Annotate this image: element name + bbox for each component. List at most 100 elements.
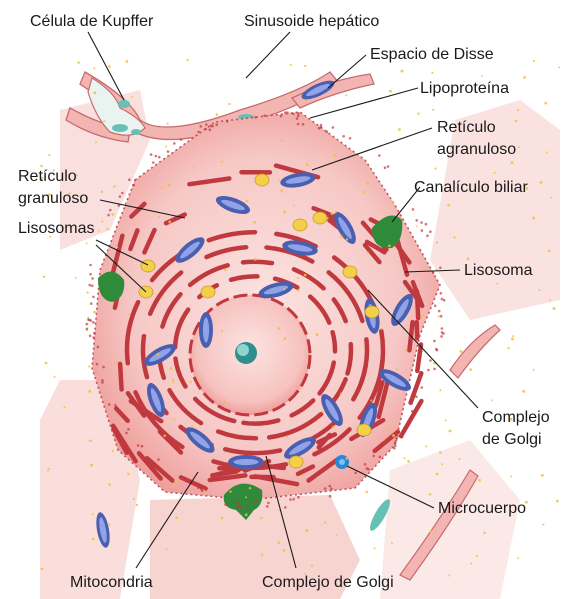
granule-dot <box>41 568 44 571</box>
granule-dot <box>439 389 441 391</box>
granule-dot <box>133 498 135 500</box>
label-bile-canaliculus: Canalículo biliar <box>414 179 529 196</box>
membrane-granule <box>427 369 430 372</box>
lysosome <box>343 266 357 278</box>
granule-dot <box>396 368 398 370</box>
membrane-granule <box>433 368 436 371</box>
granule-dot <box>283 549 286 552</box>
granule-dot <box>447 204 450 207</box>
granule-dot <box>366 491 369 494</box>
membrane-granule <box>235 501 238 504</box>
membrane-granule <box>440 292 443 295</box>
membrane-granule <box>133 184 136 187</box>
granule-dot <box>483 531 486 534</box>
membrane-granule <box>429 230 432 233</box>
granule-dot <box>392 434 395 437</box>
granule-dot <box>48 468 50 470</box>
granule-dot <box>286 436 288 438</box>
membrane-granule <box>296 117 299 120</box>
granule-dot <box>417 113 419 115</box>
membrane-granule <box>441 298 444 301</box>
granule-dot <box>261 554 263 556</box>
label-microbody: Microcuerpo <box>438 500 526 517</box>
granule-dot <box>293 204 295 206</box>
membrane-granule <box>420 221 423 224</box>
reticulum-strand <box>417 322 418 338</box>
label-golgi-right-line2: de Golgi <box>482 431 542 448</box>
lysosome <box>255 174 269 186</box>
granule-dot <box>249 487 251 489</box>
granule-dot <box>130 409 132 411</box>
granule-dot <box>416 225 418 227</box>
reticulum-strand <box>381 331 383 372</box>
membrane-granule <box>324 487 327 490</box>
membrane-granule <box>297 115 300 118</box>
membrane-granule <box>254 116 257 119</box>
granule-dot <box>449 575 451 577</box>
membrane-granule <box>204 128 207 131</box>
membrane-granule <box>394 445 397 448</box>
membrane-granule <box>429 359 432 362</box>
membrane-granule <box>263 114 266 117</box>
granule-dot <box>114 135 116 137</box>
granule-dot <box>460 350 463 353</box>
membrane-granule <box>284 506 287 509</box>
membrane-granule <box>434 305 437 308</box>
membrane-granule <box>289 498 292 501</box>
membrane-granule <box>180 138 183 141</box>
membrane-granule <box>395 440 398 443</box>
granule-dot <box>101 191 103 193</box>
granule-dot <box>92 538 95 541</box>
membrane-granule <box>173 142 176 145</box>
granule-dot <box>391 542 393 544</box>
granule-dot <box>324 521 326 523</box>
granule-dot <box>332 426 335 429</box>
granule-dot <box>138 222 140 224</box>
granule-dot <box>481 75 483 77</box>
granule-dot <box>158 216 160 218</box>
granule-dot <box>47 471 49 473</box>
granule-dot <box>161 187 163 189</box>
membrane-granule <box>432 271 435 274</box>
granule-dot <box>108 65 111 68</box>
granule-dot <box>453 236 455 238</box>
membrane-granule <box>89 264 92 267</box>
membrane-granule <box>96 363 99 366</box>
granule-dot <box>297 289 299 291</box>
lysosome <box>293 219 307 231</box>
membrane-granule <box>320 124 323 127</box>
granule-dot <box>112 450 114 452</box>
granule-dot <box>166 548 168 550</box>
granule-dot <box>389 90 392 93</box>
label-golgi-bottom: Complejo de Golgi <box>262 574 394 591</box>
label-hepatic-sinusoid: Sinusoide hepático <box>244 13 379 30</box>
membrane-granule <box>443 299 446 302</box>
granule-dot <box>106 228 108 230</box>
granule-dot <box>169 136 171 138</box>
granule-dot <box>491 399 493 401</box>
reticulum-strand <box>120 364 122 390</box>
granule-dot <box>558 66 560 68</box>
granule-dot <box>523 76 526 79</box>
granule-dot <box>186 59 188 61</box>
granule-dot <box>88 365 90 367</box>
membrane-granule <box>425 223 428 226</box>
granule-dot <box>127 473 129 475</box>
granule-dot <box>470 562 472 564</box>
membrane-granule <box>89 284 92 287</box>
membrane-granule <box>442 332 445 335</box>
membrane-granule <box>200 488 203 491</box>
granule-dot <box>221 161 223 163</box>
granule-dot <box>336 534 338 536</box>
granule-dot <box>191 425 193 427</box>
membrane-granule <box>226 120 229 123</box>
membrane-granule <box>280 115 283 118</box>
granule-dot <box>290 64 292 66</box>
granule-dot <box>346 238 349 241</box>
granule-dot <box>392 201 395 204</box>
granule-dot <box>439 451 442 454</box>
label-lipoprotein: Lipoproteína <box>420 80 509 97</box>
label-lysosome: Lisosoma <box>464 262 533 279</box>
granule-dot <box>469 368 472 371</box>
